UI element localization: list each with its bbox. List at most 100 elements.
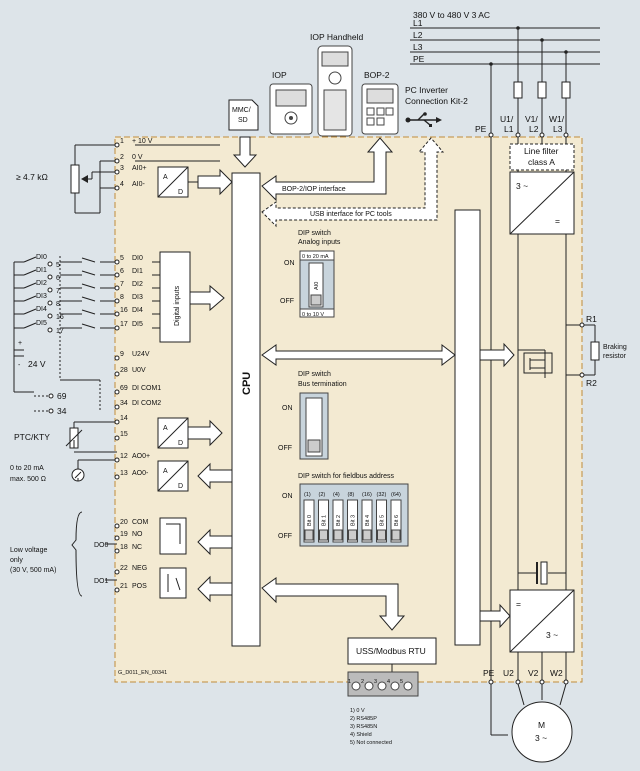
fuse-l3 — [561, 81, 571, 99]
svg-text:D: D — [178, 189, 183, 196]
digital-inputs-block — [159, 251, 191, 343]
svg-text:ON: ON — [284, 260, 295, 267]
terminal-number: 1 — [120, 138, 124, 145]
ptc-section: PTC/KTY — [14, 421, 117, 453]
optocoupler-do1 — [159, 567, 187, 599]
svg-text:4: 4 — [387, 679, 390, 685]
terminal-number: 14 — [120, 415, 128, 422]
svg-text:DI1: DI1 — [36, 267, 47, 274]
svg-text:Bit 6: Bit 6 — [394, 515, 400, 526]
terminal-label: NC — [132, 544, 142, 551]
braking-resistor: R1 R2 Braking resistor — [579, 314, 627, 388]
line-filter-label-1: Line filter — [524, 146, 559, 156]
terminal-label: AO0+ — [132, 453, 150, 460]
svg-text:DI2: DI2 — [36, 280, 47, 287]
svg-text:34: 34 — [57, 406, 67, 416]
svg-text:L3: L3 — [553, 124, 563, 134]
terminal-number: 15 — [120, 431, 128, 438]
svg-text:1) 0 V: 1) 0 V — [350, 708, 365, 714]
cpu-uss-arrow — [261, 577, 406, 631]
cpu-bus-arrow — [261, 343, 456, 367]
terminal-number: 3 — [120, 165, 124, 172]
terminal-number: 18 — [120, 544, 128, 551]
terminal-label: AO0- — [132, 470, 149, 477]
svg-text:D: D — [178, 440, 183, 447]
motor-terminals: PE U2 V2 W2 — [483, 668, 569, 736]
svg-text:DO1: DO1 — [94, 578, 109, 585]
dip-bus-termination: DIP switch Bus termination ON OFF — [278, 371, 347, 460]
terminal-label: + 10 V — [132, 138, 153, 145]
terminal-supply-69: 69 DI COM1 — [114, 385, 161, 395]
svg-text:DI4: DI4 — [36, 306, 47, 313]
svg-text:(64): (64) — [391, 492, 401, 498]
terminal-number: 9 — [120, 351, 124, 358]
usb-interface-label: USB interface for PC tools — [310, 211, 392, 218]
terminal-v1: V1/ — [525, 114, 538, 124]
usb-interface: USB interface for PC tools — [261, 137, 445, 228]
svg-text:3: 3 — [374, 679, 377, 685]
terminal-number: 28 — [120, 367, 128, 374]
svg-text:0 to 20 mA: 0 to 20 mA — [302, 254, 329, 260]
svg-text:DIP switch for fieldbus addres: DIP switch for fieldbus address — [298, 473, 394, 480]
analog-input-section: ≥ 4.7 kΩ — [16, 144, 117, 214]
cpu-block — [231, 172, 261, 647]
digital-inputs-label: Digital inputs — [174, 285, 181, 326]
terminal-label: DI3 — [132, 294, 143, 301]
svg-text:2: 2 — [361, 679, 364, 685]
fuse-l1 — [513, 81, 523, 99]
iop-device: IOP — [269, 70, 313, 135]
svg-text:(2): (2) — [319, 492, 326, 498]
bop-interface-label: BOP-2/IOP interface — [282, 186, 346, 193]
svg-text:Bit 1: Bit 1 — [322, 515, 328, 526]
inverter-dc: = — [516, 599, 521, 609]
svg-text:IOP: IOP — [272, 70, 287, 80]
pin-legend: 1) 0 V 2) RS485P 3) RS485N 4) Shield 5) … — [350, 708, 392, 746]
supply-lines: 380 V to 480 V 3 AC L1 L2 L3 PE — [410, 10, 600, 135]
svg-text:7: 7 — [56, 288, 60, 295]
svg-text:DI5: DI5 — [36, 320, 47, 327]
svg-text:0 to 20 mA: 0 to 20 mA — [10, 465, 44, 472]
terminal-number: 69 — [120, 385, 128, 392]
terminal-w1: W1/ — [549, 114, 565, 124]
supply-24v: 24 V + - 69 34 — [14, 340, 101, 416]
terminal-ptc-14: 14 — [114, 415, 128, 425]
fieldbus-switch-2: (4)Bit 2 — [332, 492, 344, 543]
svg-text:(32): (32) — [377, 492, 387, 498]
svg-text:Bus termination: Bus termination — [298, 381, 347, 388]
terminal-number: 20 — [120, 519, 128, 526]
svg-text:resistor: resistor — [603, 353, 627, 360]
terminal-number: 16 — [120, 307, 128, 314]
line-label-l1: L1 — [413, 18, 423, 28]
terminal-label: 0 V — [132, 154, 143, 161]
doc-id: G_D011_EN_00341 — [118, 670, 167, 676]
terminal-number: 12 — [120, 453, 128, 460]
svg-text:IOP Handheld: IOP Handheld — [310, 32, 364, 42]
supply-title: 380 V to 480 V 3 AC — [413, 10, 490, 20]
svg-text:17: 17 — [56, 328, 64, 335]
terminal-number: 13 — [120, 470, 128, 477]
svg-text:L1: L1 — [504, 124, 514, 134]
pc-kit: PC Inverter Connection Kit-2 — [405, 85, 468, 127]
svg-text:A: A — [163, 468, 168, 475]
svg-text:(8): (8) — [348, 492, 355, 498]
terminal-number: 17 — [120, 321, 128, 328]
fieldbus-switch-6: (64) Bit 6 — [390, 492, 402, 543]
terminal-number: 19 — [120, 531, 128, 538]
relay-section: Low voltage only (30 V, 500 mA) DO0 DO1 — [10, 511, 117, 597]
terminal-label: DI0 — [132, 255, 143, 262]
connector-pin-3: 3 — [374, 679, 387, 691]
svg-text:only: only — [10, 557, 23, 564]
svg-text:1: 1 — [348, 679, 351, 685]
terminal-pe-top: PE — [475, 124, 487, 134]
terminal-label: DI COM1 — [132, 385, 161, 392]
svg-text:(4): (4) — [333, 492, 340, 498]
terminal-ao-13: 13 AO0- — [114, 470, 149, 480]
svg-text:DIP switch: DIP switch — [298, 371, 331, 378]
svg-text:PTC/KTY: PTC/KTY — [14, 432, 50, 442]
relay-do0 — [159, 517, 187, 555]
dip-analog-inputs: DIP switch Analog inputs ON OFF 0 to 20 … — [280, 230, 341, 318]
